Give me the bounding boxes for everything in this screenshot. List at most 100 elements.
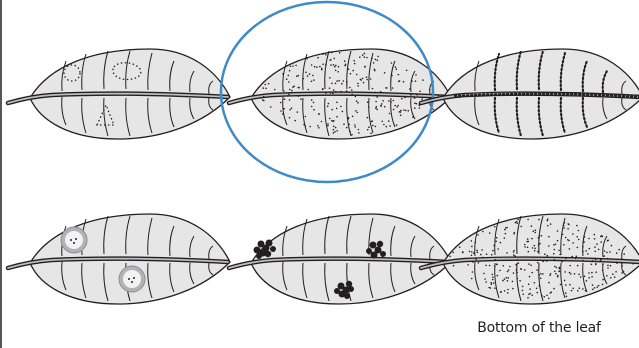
speckle-dot <box>322 88 324 90</box>
speckle-dot <box>374 70 376 72</box>
speckle-dot <box>596 243 598 245</box>
speckle-dot <box>621 262 623 264</box>
speckle-dot <box>606 275 608 277</box>
speckle-dot <box>618 249 620 251</box>
speckle-dot <box>409 88 411 90</box>
speckle-dot <box>546 295 548 297</box>
speckle-dot <box>532 247 534 249</box>
speckle-dot <box>298 75 300 77</box>
speckle-dot <box>492 279 494 281</box>
speckle-dot <box>471 255 473 257</box>
speckle-dot <box>602 284 604 286</box>
speckle-dot <box>534 248 536 250</box>
speckle-dot <box>346 81 348 83</box>
speckle-dot <box>534 282 536 284</box>
speckle-dot <box>567 228 569 230</box>
speckle-dot <box>375 59 377 61</box>
speckle-dot <box>589 248 591 250</box>
speckle-dot <box>363 82 365 84</box>
speckle-dot <box>492 250 494 252</box>
speckle-dot <box>516 221 518 223</box>
speckle-dot <box>394 105 396 107</box>
speckle-dot <box>312 75 314 77</box>
speckle-dot <box>331 52 333 54</box>
speckle-dot <box>376 96 378 98</box>
speckle-dot <box>527 238 529 240</box>
speckle-dot <box>355 96 357 98</box>
speckle-dot <box>554 271 556 273</box>
speckle-dot <box>572 288 574 290</box>
speckle-dot <box>566 296 568 298</box>
speckle-dot <box>553 288 555 290</box>
speckle-dot <box>607 240 609 242</box>
speckle-dot <box>283 90 285 92</box>
speckle-dot <box>352 116 354 118</box>
speckle-dot <box>576 225 578 227</box>
speckle-dot <box>484 278 486 280</box>
speckle-dot <box>327 123 329 125</box>
speckle-dot <box>342 111 344 113</box>
speckle-dot <box>609 251 611 253</box>
speckle-dot <box>404 97 406 99</box>
speckle-dot <box>502 280 504 282</box>
speckle-dot <box>317 125 319 127</box>
speckle-dot <box>337 71 339 73</box>
speckle-dot <box>621 265 623 267</box>
speckle-dot <box>585 290 587 292</box>
speckle-dot <box>471 278 473 280</box>
speckle-dot <box>482 257 484 259</box>
speckle-dot <box>539 243 541 245</box>
speckle-dot <box>536 269 538 271</box>
speckle-dot <box>421 98 423 100</box>
speckle-dot <box>592 289 594 291</box>
speckle-dot <box>453 265 455 267</box>
speckle-dot <box>330 92 332 94</box>
speckle-dot <box>537 251 539 253</box>
speckle-dot <box>548 298 550 300</box>
speckle-dot <box>554 249 556 251</box>
speckle-dot <box>607 258 609 260</box>
speckle-dot <box>529 276 531 278</box>
speckle-dot <box>517 219 519 221</box>
speckle-dot <box>571 256 573 258</box>
speckle-dot <box>366 76 368 78</box>
speckle-dot <box>586 280 588 282</box>
speckle-dot <box>415 74 417 76</box>
speckle-dot <box>336 102 338 104</box>
speckle-dot <box>477 251 479 253</box>
speckle-dot <box>395 66 397 68</box>
speckle-dot <box>346 127 348 129</box>
speckle-dot <box>333 58 335 60</box>
speckle-dot <box>537 262 539 264</box>
speckle-dot <box>562 260 564 262</box>
speckle-dot <box>508 269 510 271</box>
speckle-dot <box>338 66 340 68</box>
speckle-dot <box>578 239 580 241</box>
speckle-dot <box>289 70 291 72</box>
speckle-dot <box>367 117 369 119</box>
speckle-dot <box>362 78 364 80</box>
speckle-dot <box>360 79 362 81</box>
speckle-dot <box>492 276 494 278</box>
speckle-dot <box>408 110 410 112</box>
speckle-dot <box>594 287 596 289</box>
speckle-dot <box>594 246 596 248</box>
speckle-dot <box>304 125 306 127</box>
speckle-dot <box>528 283 530 285</box>
speckle-dot <box>280 102 282 104</box>
speckle-dot <box>592 260 594 262</box>
speckle-dot <box>475 258 477 260</box>
speckle-dot <box>584 236 586 238</box>
speckle-dot <box>401 98 403 100</box>
speckle-dot <box>373 62 375 64</box>
speckle-dot <box>494 265 496 267</box>
speckle-dot <box>357 83 359 85</box>
speckle-dot <box>366 57 368 59</box>
speckle-dot <box>591 272 593 274</box>
speckle-dot <box>329 77 331 79</box>
speckle-dot <box>559 254 561 256</box>
speckle-dot <box>595 259 597 261</box>
speckle-dot <box>550 223 552 225</box>
speckle-dot <box>263 96 265 98</box>
